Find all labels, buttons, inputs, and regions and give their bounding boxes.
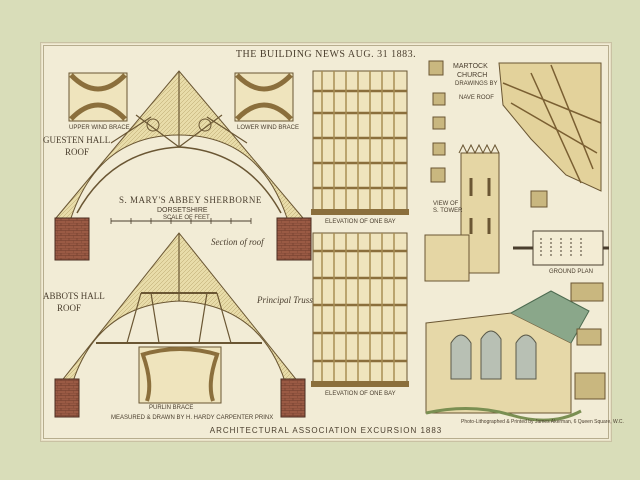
- lithographer-credit: Photo-Lithographed & Printed by James Ak…: [461, 419, 624, 425]
- measured-by-label: MEASURED & DRAWN BY H. HARDY CARPENTER P…: [111, 415, 274, 421]
- journal-header: THE BUILDING NEWS AUG. 31 1883.: [235, 49, 417, 60]
- guesten-hall-label-1: GUESTEN HALL: [43, 135, 111, 145]
- elevation-bottom-label: ELEVATION OF ONE BAY: [325, 391, 396, 397]
- martock-sub-label: DRAWINGS BY: [455, 81, 498, 87]
- excursion-footer: ARCHITECTURAL ASSOCIATION EXCURSION 1883: [209, 426, 443, 435]
- tower-label-2: S. TOWER: [433, 208, 463, 214]
- nave-roof-drawing: [498, 62, 602, 192]
- guesten-hall-label-2: ROOF: [65, 147, 90, 157]
- ground-plan-label: GROUND PLAN: [549, 269, 594, 275]
- architectural-drawings: [54, 60, 609, 422]
- elevation-bottom-drawing: [311, 232, 409, 387]
- scale-label: SCALE OF FEET: [163, 215, 210, 221]
- abbey-county: DORSETSHIRE: [157, 207, 208, 214]
- section-of-roof-label: Section of roof: [211, 237, 264, 247]
- principal-truss-label: Principal Truss: [257, 295, 313, 305]
- tower-view-drawing: [424, 143, 500, 282]
- elevation-top-drawing: [311, 70, 409, 215]
- abbots-hall-truss-drawing: [54, 232, 306, 418]
- lower-wind-brace-drawing: [234, 72, 294, 122]
- abbey-title: S. MARY'S ABBEY SHERBORNE: [119, 195, 262, 205]
- martock-label-2: CHURCH: [457, 72, 488, 79]
- martock-carving-details: [428, 60, 548, 208]
- lower-wind-brace-label: LOWER WIND BRACE: [237, 125, 300, 131]
- upper-wind-brace-label: UPPER WIND BRACE: [69, 125, 130, 131]
- elevation-top-label: ELEVATION OF ONE BAY: [325, 219, 396, 225]
- nave-roof-label: NAVE ROOF: [459, 95, 494, 101]
- drawing-sheet: THE BUILDING NEWS AUG. 31 1883. GUESTEN …: [40, 42, 624, 442]
- guesten-hall-truss-drawing: [54, 70, 312, 261]
- church-perspective-drawing: [425, 282, 606, 422]
- abbots-hall-label-2: ROOF: [57, 303, 82, 313]
- martock-label-1: MARTOCK: [453, 63, 488, 70]
- ground-plan-drawing: [513, 230, 609, 266]
- tower-label-1: VIEW OF: [433, 201, 459, 207]
- scale-bar: [110, 218, 252, 224]
- abbots-hall-label-1: ABBOTS HALL: [43, 291, 105, 301]
- sheet-border: [43, 45, 609, 439]
- upper-wind-brace-drawing: [68, 72, 128, 122]
- purlin-brace-label: PURLIN BRACE: [149, 405, 194, 411]
- purlin-brace-drawing: [138, 346, 222, 404]
